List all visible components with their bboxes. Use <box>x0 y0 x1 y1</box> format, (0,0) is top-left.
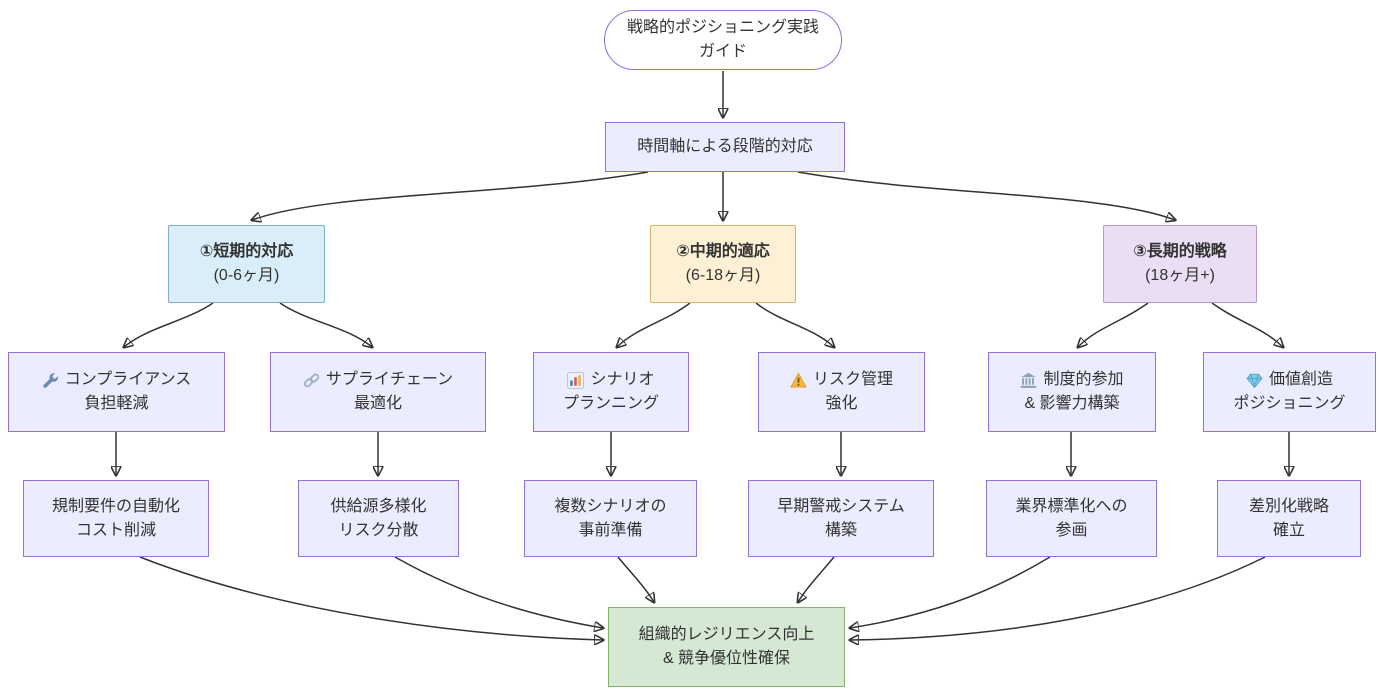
edge-o3-goal <box>617 556 654 602</box>
phase-subtitle: (0-6ヶ月) <box>213 267 280 284</box>
node-strategy-supply-chain: サプライチェーン 最適化 <box>270 352 486 432</box>
node-label: & 競争優位性確保 <box>662 650 791 667</box>
node-label: リスク管理 <box>812 371 893 388</box>
node-label: 価値創造 <box>1268 371 1333 388</box>
bar-chart-icon <box>567 371 585 389</box>
edge-phase3-s6 <box>1211 302 1283 347</box>
edge-phase1-s2 <box>279 302 372 347</box>
node-label: 構築 <box>824 521 857 539</box>
phase-title: ①短期的対応 <box>199 243 294 260</box>
node-label: ポジショニング <box>1233 395 1346 412</box>
link-icon <box>303 372 320 389</box>
node-label: 差別化戦略 <box>1248 497 1329 515</box>
edge-timeline-phase1 <box>252 171 649 220</box>
node-strategy-institutional-participation: 制度的参加 & 影響力構築 <box>988 352 1156 432</box>
node-strategy-risk-management: リスク管理 強化 <box>758 352 925 432</box>
node-label: 業界標準化への <box>1015 497 1128 515</box>
node-label: コンプライアンス <box>64 371 192 388</box>
node-label: プランニング <box>562 395 659 412</box>
node-label: ガイド <box>698 43 747 60</box>
node-strategy-value-creation: 価値創造 ポジショニング <box>1203 352 1376 432</box>
node-phase-short-term: ①短期的対応 (0-6ヶ月) <box>168 225 325 303</box>
node-phase-long-term: ③長期的戦略 (18ヶ月+) <box>1103 225 1257 303</box>
bank-icon <box>1020 372 1037 389</box>
node-strategy-compliance: コンプライアンス 負担軽減 <box>8 352 225 432</box>
node-outcome-differentiation-strategy: 差別化戦略 確立 <box>1217 480 1361 557</box>
edge-timeline-phase3 <box>797 171 1175 220</box>
node-label: & 影響力構築 <box>1024 395 1120 412</box>
node-outcome-scenario-preparation: 複数シナリオの 事前準備 <box>524 480 697 557</box>
node-label: 参画 <box>1055 521 1088 539</box>
node-label: 制度的参加 <box>1043 371 1124 388</box>
phase-subtitle: (18ヶ月+) <box>1145 267 1215 284</box>
gem-icon <box>1246 372 1263 389</box>
node-label: 規制要件の自動化 <box>51 497 180 515</box>
node-label: 複数シナリオの <box>554 497 667 515</box>
node-goal-resilience: 組織的レジリエンス向上 & 競争優位性確保 <box>608 607 845 687</box>
node-label: コスト削減 <box>75 521 156 539</box>
node-label: 最適化 <box>353 395 402 412</box>
node-label: 負担軽減 <box>84 395 149 412</box>
edge-o6-goal <box>850 556 1266 640</box>
node-label: 事前準備 <box>578 521 643 539</box>
wrench-icon <box>42 372 59 389</box>
node-outcome-supply-diversification: 供給源多様化 リスク分散 <box>298 480 459 557</box>
node-label: サプライチェーン <box>325 371 454 388</box>
node-outcome-industry-standardization: 業界標準化への 参画 <box>986 480 1157 557</box>
node-label: 組織的レジリエンス向上 <box>638 626 815 643</box>
node-root-guide: 戦略的ポジショニング実践 ガイド <box>604 10 842 70</box>
node-phase-mid-term: ②中期的適応 (6-18ヶ月) <box>650 225 796 303</box>
edge-o1-goal <box>139 556 603 640</box>
warning-icon <box>790 371 807 389</box>
node-label: 確立 <box>1272 521 1305 539</box>
phase-subtitle: (6-18ヶ月) <box>685 267 761 284</box>
phase-title: ②中期的適応 <box>676 243 770 260</box>
node-strategy-scenario-planning: シナリオ プランニング <box>533 352 689 432</box>
node-label: 戦略的ポジショニング実践 <box>626 19 819 36</box>
node-label: 時間軸による段階的対応 <box>637 138 813 155</box>
edge-o5-goal <box>850 556 1051 628</box>
edge-o4-goal <box>798 556 835 602</box>
node-label: 強化 <box>825 395 858 412</box>
node-outcome-regulation-automation: 規制要件の自動化 コスト削減 <box>23 480 209 557</box>
phase-title: ③長期的戦略 <box>1133 243 1227 260</box>
edge-phase1-s1 <box>124 302 214 347</box>
node-label: 早期警戒システム <box>777 497 905 515</box>
edge-phase3-s5 <box>1078 302 1149 347</box>
edge-phase2-s4 <box>755 302 834 347</box>
node-timeline: 時間軸による段階的対応 <box>605 122 845 172</box>
node-label: リスク分散 <box>338 521 419 539</box>
edge-phase2-s3 <box>617 302 691 347</box>
edge-o2-goal <box>394 556 603 628</box>
node-outcome-early-warning-system: 早期警戒システム 構築 <box>748 480 934 557</box>
node-label: シナリオ <box>590 371 655 388</box>
node-label: 供給源多様化 <box>330 497 427 515</box>
